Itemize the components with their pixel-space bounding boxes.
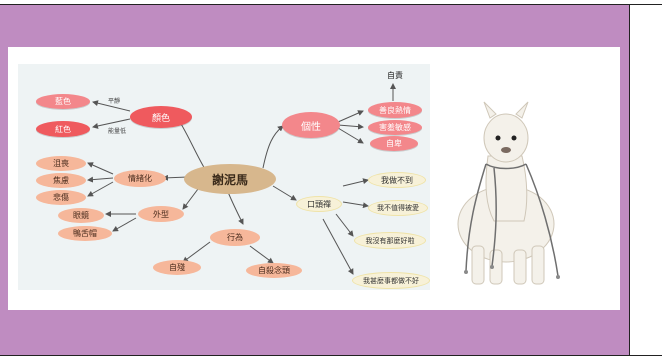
self-blame-node: 自責: [378, 68, 412, 82]
sad-node: 悲傷: [36, 190, 86, 205]
not-good-label: 我沒有那麼好啦: [365, 236, 415, 245]
blue-label: 藍色: [55, 97, 71, 106]
not-worthy-label: 我不值得被愛: [377, 204, 419, 212]
sad-label: 悲傷: [53, 193, 69, 202]
top-divider: [0, 4, 662, 5]
not-worthy-node: 我不值得被愛: [368, 200, 428, 216]
cap-node: 鴨舌帽: [58, 226, 112, 241]
suicidal-node: 自殺念頭: [246, 263, 302, 278]
bottom-divider: [0, 355, 662, 356]
glasses-node: 眼鏡: [58, 208, 104, 223]
color-node: 顏色: [130, 106, 192, 128]
personality-label: 個性: [301, 121, 321, 133]
nothing-right-node: 我甚麼事都做不好: [352, 272, 430, 289]
mind-map: 顏色 藍色 紅色 平靜 能量低 個性 自責 善良熱情 害羞敏感 自卑 謝泥馬 情…: [18, 64, 430, 290]
center-node: 謝泥馬: [184, 164, 276, 194]
center-label: 謝泥馬: [211, 172, 248, 187]
mind-map-connectors: [87, 83, 396, 275]
kind-label: 善良熱情: [379, 105, 411, 115]
blue-node: 藍色: [36, 94, 90, 109]
glasses-label: 眼鏡: [73, 211, 89, 220]
self-harm-node: 自殘: [153, 260, 201, 275]
anxious-node: 焦慮: [36, 173, 86, 188]
color-label: 顏色: [151, 113, 170, 124]
depressed-node: 沮喪: [36, 156, 86, 171]
right-divider: [629, 4, 630, 356]
red-node: 紅色: [36, 121, 90, 137]
nothing-right-label: 我甚麼事都做不好: [363, 276, 419, 285]
appearance-node: 外型: [138, 206, 184, 222]
inferior-label: 自卑: [386, 139, 402, 148]
edge-label-low-energy: 能量低: [108, 128, 127, 135]
cant-do-label: 我做不到: [381, 175, 413, 185]
emotion-label: 情緒化: [128, 174, 152, 183]
anxious-label: 焦慮: [53, 176, 69, 185]
emotion-node: 情緒化: [114, 170, 166, 187]
appearance-label: 外型: [153, 209, 169, 219]
catchphrase-node: 口頭禪: [296, 196, 342, 212]
catchphrase-label: 口頭禪: [307, 199, 331, 209]
behavior-node: 行為: [210, 229, 260, 246]
cap-label: 鴨舌帽: [73, 229, 97, 238]
shy-label: 害羞敏感: [379, 123, 411, 132]
self-blame-label: 自責: [387, 70, 403, 80]
red-label: 紅色: [55, 124, 71, 134]
kind-node: 善良熱情: [368, 102, 422, 118]
suicidal-label: 自殺念頭: [258, 266, 290, 275]
cant-do-node: 我做不到: [368, 172, 426, 188]
not-good-node: 我沒有那麼好啦: [354, 232, 426, 249]
edge-label-calm: 平靜: [108, 98, 121, 105]
self-harm-label: 自殘: [169, 263, 185, 272]
personality-node: 個性: [282, 112, 340, 138]
inferior-node: 自卑: [370, 136, 418, 151]
depressed-label: 沮喪: [53, 159, 69, 168]
shy-node: 害羞敏感: [368, 120, 422, 135]
alpaca-illustration: [457, 101, 560, 285]
behavior-label: 行為: [227, 233, 243, 242]
